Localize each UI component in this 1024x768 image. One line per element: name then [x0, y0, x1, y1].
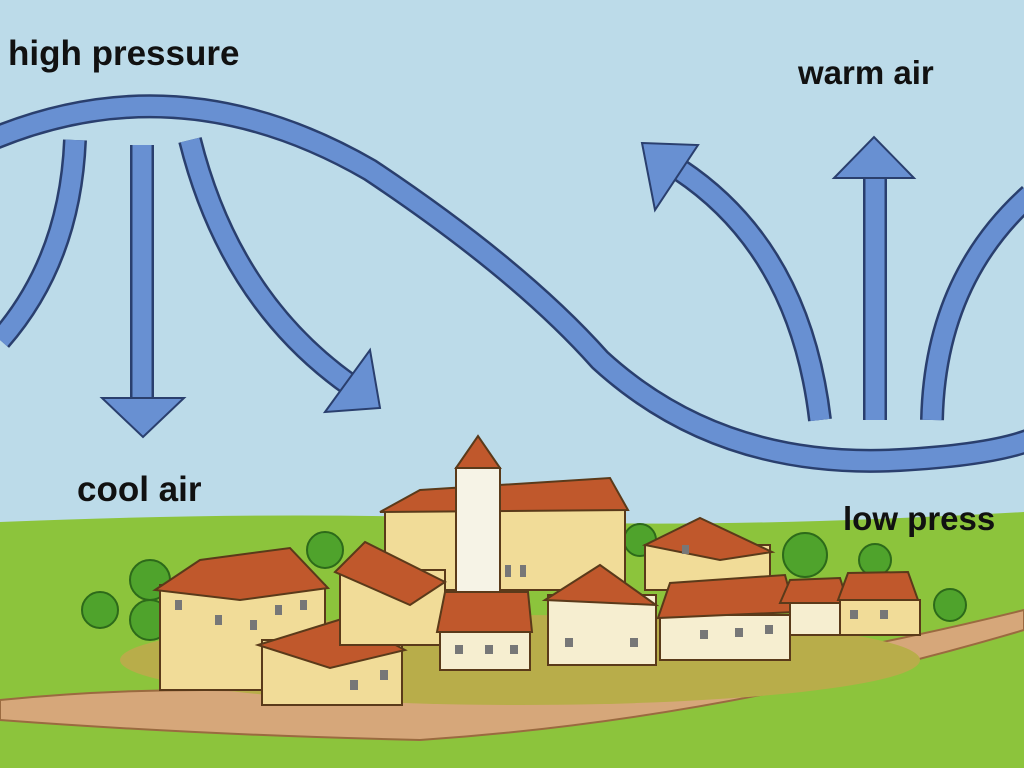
arrow-head [640, 141, 700, 213]
label-cool-air: cool air [77, 470, 202, 509]
arrow-head [831, 135, 917, 179]
wind-arrows [0, 94, 1024, 473]
cool-air-arrow-left [0, 139, 85, 347]
arrow-head [322, 347, 382, 414]
label-warm-air: warm air [798, 54, 934, 91]
warm-air-arrow-left [674, 162, 830, 422]
village [152, 434, 921, 706]
cool-air-arrow-right [180, 137, 356, 393]
arrow-head [99, 397, 187, 439]
label-low-pressure: low press [843, 500, 996, 537]
windows [175, 545, 888, 690]
bell-tower [455, 467, 501, 594]
label-high-pressure: high pressure [8, 34, 240, 73]
warm-air-arrow-right [922, 187, 1024, 421]
